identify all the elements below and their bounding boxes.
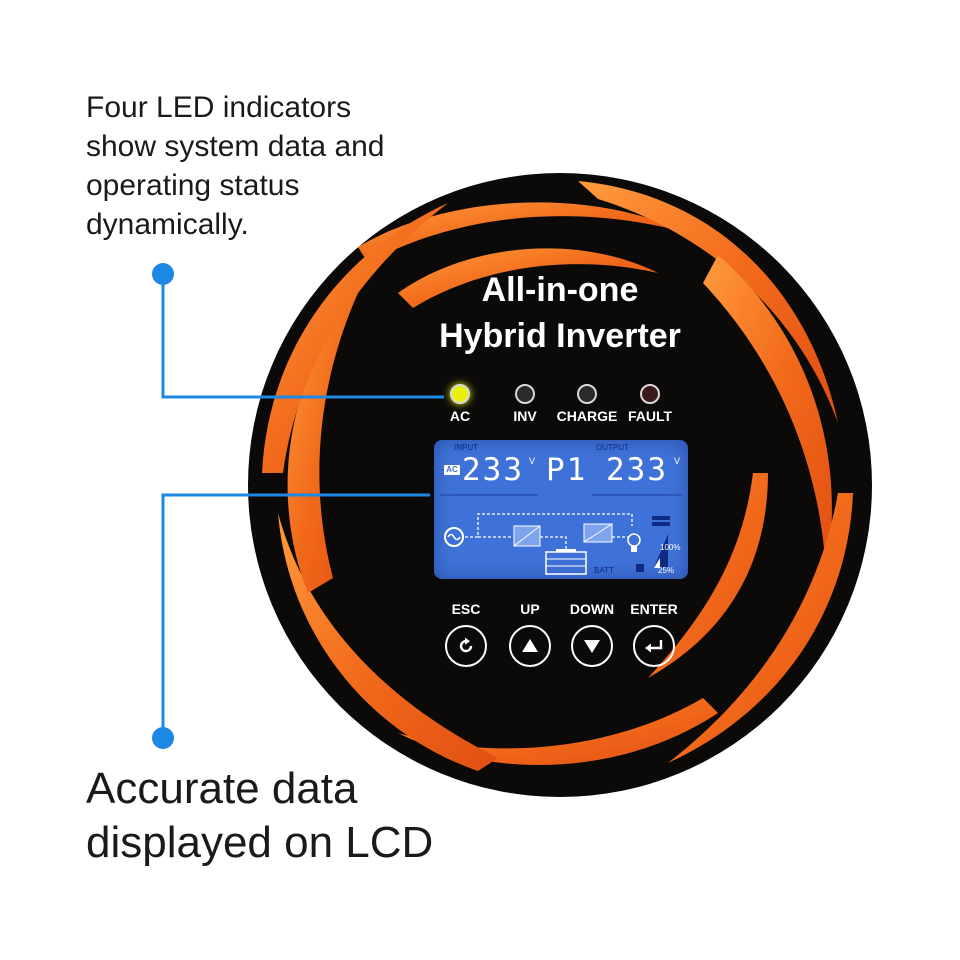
led-inv-label: INV [513, 408, 537, 424]
led-charge-indicator: CHARGE [547, 384, 627, 424]
lcd-input-unit: V [529, 456, 536, 466]
battery-icon [545, 549, 587, 575]
down-button-group: DOWN [560, 601, 624, 667]
led-caption-line: Four LED indicators [86, 91, 352, 124]
led-ac-label: AC [449, 408, 471, 424]
down-button[interactable] [571, 625, 613, 667]
product-title-line: All-in-one [481, 271, 639, 309]
esc-button-label: ESC [451, 601, 481, 617]
led-charge-label: CHARGE [556, 408, 618, 424]
ac-source-icon [444, 527, 464, 547]
led-ac-light [450, 384, 470, 404]
led-caption-line: operating status [86, 169, 300, 202]
led-ac-indicator: AC [420, 384, 500, 424]
led-caption-line: dynamically. [86, 208, 249, 241]
lcd-input-voltage: 233 [462, 452, 524, 488]
lcd-output-label: OUTPUT [596, 443, 629, 452]
up-button-label: UP [520, 601, 540, 617]
lcd-load-low: 25% [658, 566, 675, 575]
esc-button-group: ESC [434, 601, 498, 667]
led-callout-dot [152, 263, 174, 285]
up-button[interactable] [509, 625, 551, 667]
led-fault-light [640, 384, 660, 404]
lcd-load-high: 100% [660, 543, 681, 552]
lcd-power-flow-diagram [440, 494, 682, 575]
led-fault-indicator: FAULT [610, 384, 690, 424]
lcd-input-label: INPUT [454, 443, 478, 452]
lcd-caption-line: Accurate data [86, 764, 358, 813]
led-inv-indicator: INV [485, 384, 565, 424]
lcd-ac-badge: AC [444, 465, 460, 475]
triangle-up-icon [522, 639, 538, 652]
down-button-label: DOWN [569, 601, 615, 617]
triangle-down-icon [584, 640, 600, 653]
led-inv-light [515, 384, 535, 404]
product-title: All-in-one Hybrid Inverter [248, 267, 872, 359]
led-charge-light [577, 384, 597, 404]
lcd-program-code: P1 [546, 452, 588, 488]
lcd-callout-dot [152, 727, 174, 749]
up-button-group: UP [498, 601, 562, 667]
enter-button-label: ENTER [630, 601, 678, 617]
lcd-battery-label: BATT [594, 566, 614, 575]
output-inverter-icon [583, 523, 613, 543]
enter-icon [645, 640, 663, 653]
lcd-caption: Accurate data displayed on LCD [86, 762, 546, 870]
lcd-screen: INPUT OUTPUT AC 233 V P1 233 V BATT 100%… [434, 440, 688, 579]
led-fault-label: FAULT [627, 408, 673, 424]
inverter-panel: All-in-one Hybrid Inverter AC INV CHARGE… [248, 173, 872, 797]
led-caption-line: show system data and [86, 130, 385, 163]
lcd-output-unit: V [674, 456, 681, 466]
lcd-caption-line: displayed on LCD [86, 818, 434, 867]
product-title-line: Hybrid Inverter [439, 317, 681, 355]
bulb-icon [627, 533, 641, 552]
enter-button[interactable] [633, 625, 675, 667]
lcd-output-voltage: 233 [606, 452, 668, 488]
inverter-icon [513, 525, 541, 547]
esc-button[interactable] [445, 625, 487, 667]
enter-button-group: ENTER [622, 601, 686, 667]
led-caption: Four LED indicators show system data and… [86, 88, 446, 244]
return-icon [459, 637, 473, 653]
load-level-icon [652, 516, 670, 568]
